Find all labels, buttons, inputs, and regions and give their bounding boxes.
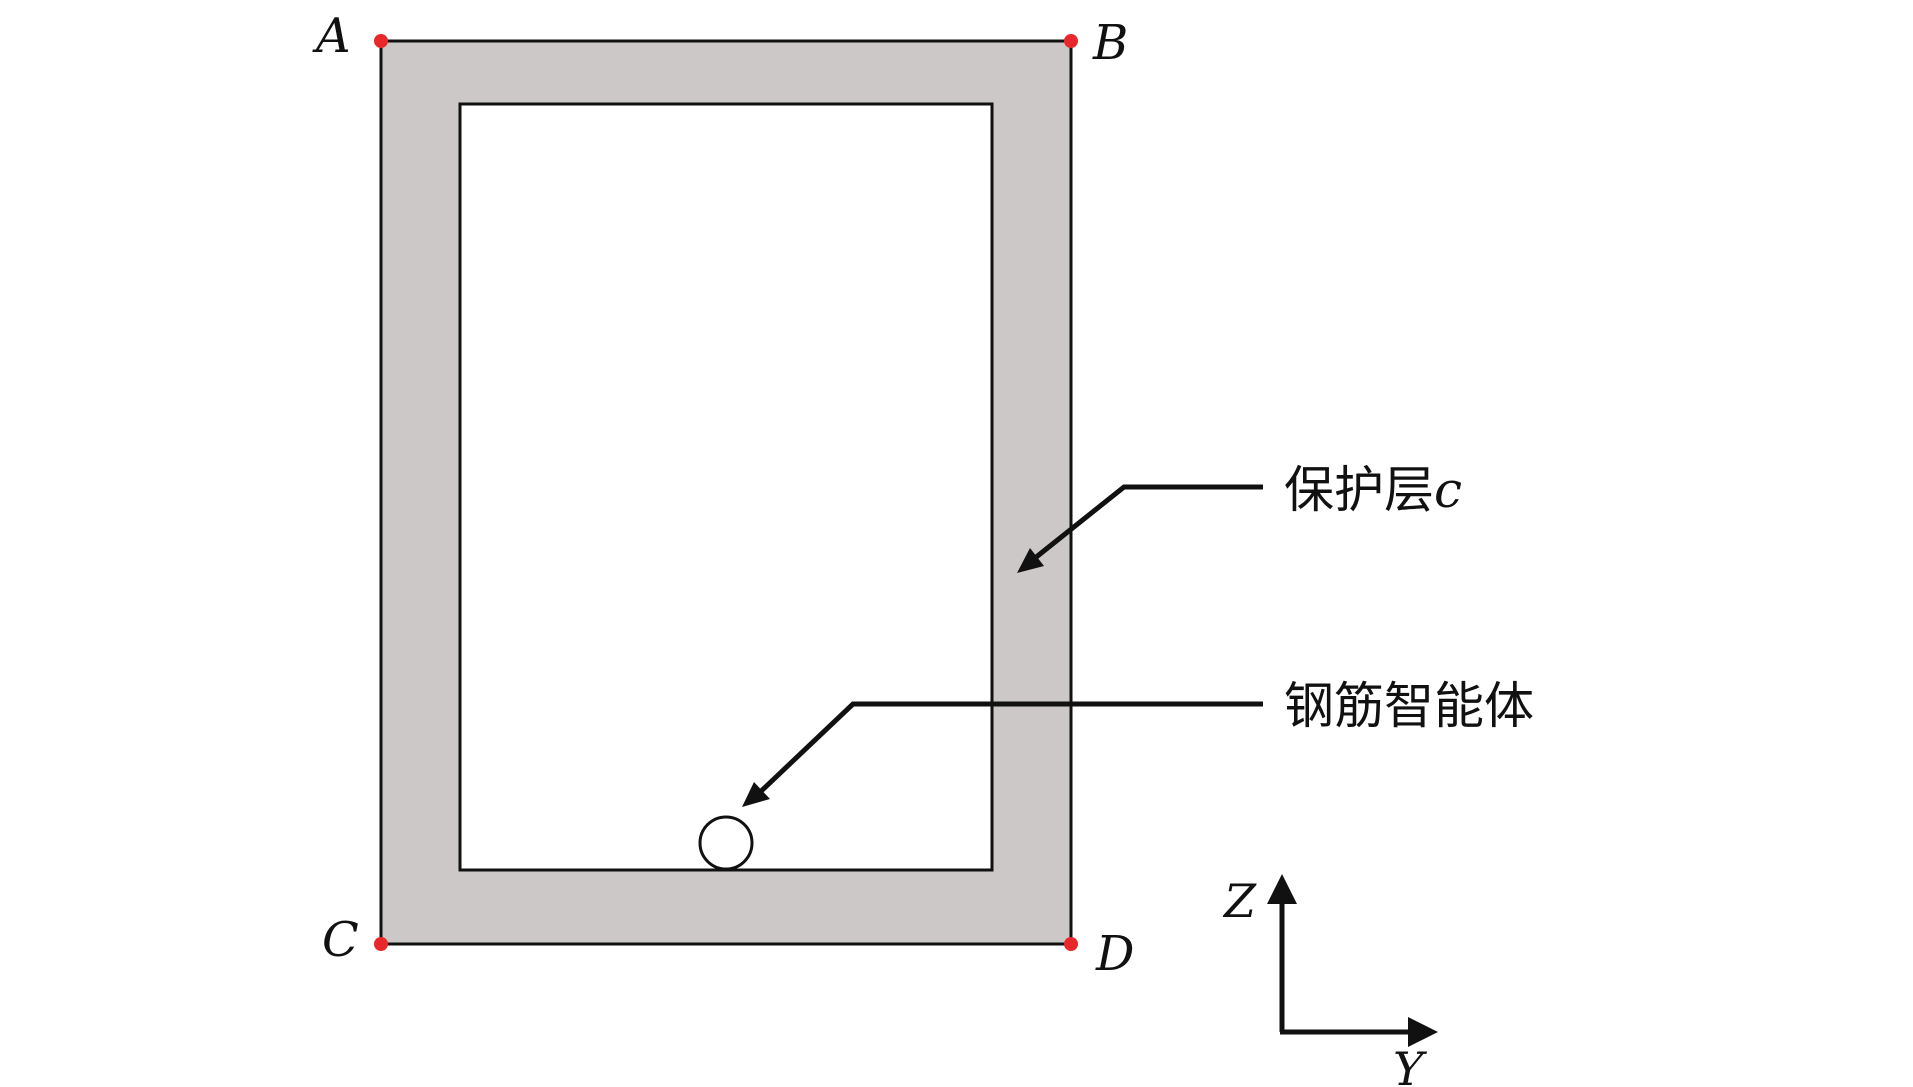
rebar-agent-circle xyxy=(698,815,754,871)
cover-callout-variable: c xyxy=(1434,461,1462,519)
corner-label-c: C xyxy=(322,912,359,968)
rebar-leader-arrowhead xyxy=(742,782,770,807)
corner-label-a: A xyxy=(312,8,351,64)
corner-dot-c xyxy=(374,937,388,951)
corner-dot-b xyxy=(1064,34,1078,48)
cover-callout-text: 保护层 xyxy=(1284,461,1434,519)
z-axis-label: Z xyxy=(1222,874,1257,928)
cover-callout-label: 保护层c xyxy=(1284,461,1462,519)
rebar-leader-line xyxy=(754,701,1263,798)
corner-label-d: D xyxy=(1095,926,1134,982)
corner-label-b: B xyxy=(1092,15,1128,71)
inner-core xyxy=(458,102,994,872)
z-axis-arrowhead xyxy=(1267,874,1297,904)
corner-dot-a xyxy=(374,34,388,48)
cover-leader-arrowhead xyxy=(1017,548,1044,573)
y-axis-arrowhead xyxy=(1408,1017,1438,1047)
corner-dot-d xyxy=(1064,937,1078,951)
y-axis-label: Y xyxy=(1393,1042,1428,1087)
cover-leader-line xyxy=(1028,484,1263,564)
rebar-callout-label: 钢筋智能体 xyxy=(1284,677,1534,735)
